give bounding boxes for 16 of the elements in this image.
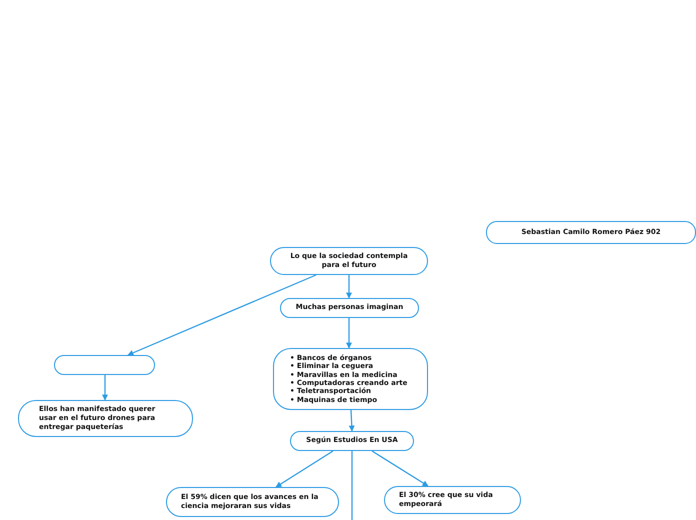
arrow: [276, 450, 334, 488]
topic-box: [270, 247, 428, 275]
arrow: [346, 318, 352, 349]
topic-box: [166, 487, 339, 517]
empty-topic-box: [54, 355, 155, 375]
topic-box: [273, 348, 428, 410]
arrow: [348, 410, 355, 432]
arrow: [102, 375, 108, 401]
arrow: [372, 450, 428, 486]
topic-box: [290, 431, 414, 451]
topic-box: [486, 221, 696, 244]
arrow: [346, 275, 352, 299]
topic-box: [280, 298, 419, 318]
topic-box: [384, 486, 521, 514]
arrow: [127, 274, 316, 356]
topic-box: [18, 400, 193, 437]
